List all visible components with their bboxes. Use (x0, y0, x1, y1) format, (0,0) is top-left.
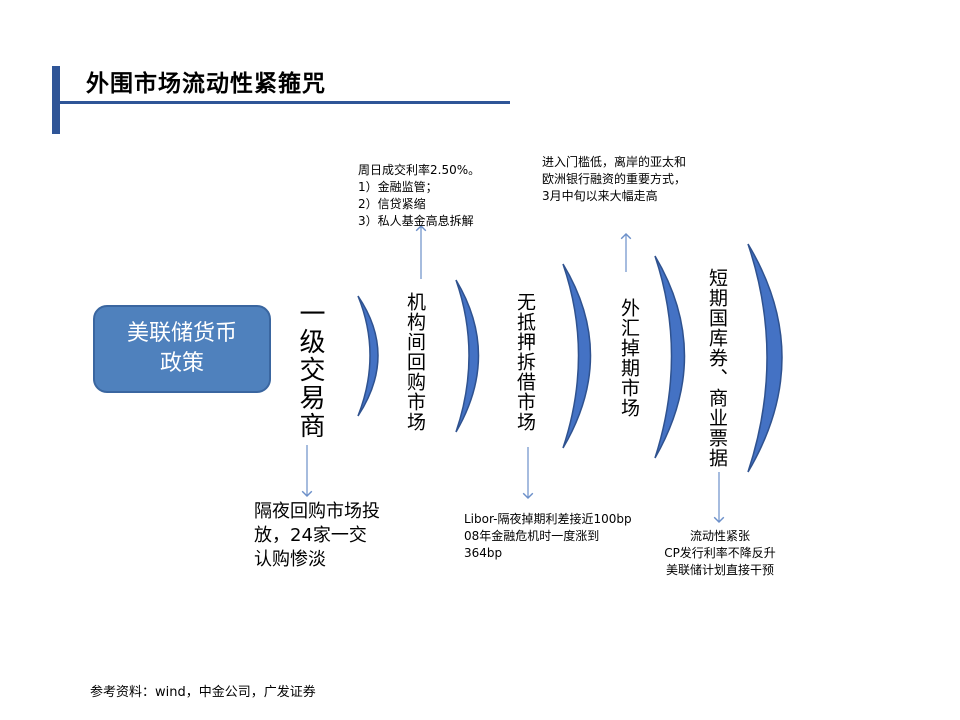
crescent-arc-4 (654, 255, 686, 459)
page-title: 外围市场流动性紧箍咒 (86, 70, 326, 97)
stage-repo-market: 机构间回购市场 (404, 292, 426, 432)
fed-policy-box: 美联储货币政策 (93, 305, 271, 393)
note-interbank: Libor-隔夜掉期利差接近100bp 08年金融危机时一度涨到364bp (464, 512, 632, 560)
stage-tbill-cp: 短期国库券、商业票据 (706, 268, 728, 468)
note-repo-market: 周日成交利率2.50%。 1）金融监管； 2）信贷紧缩 3）私人基金高息拆解 (358, 163, 481, 228)
fed-policy-label: 美联储货币政策 (126, 321, 237, 376)
source-note: 参考资料：wind，中金公司，广发证券 (90, 685, 316, 700)
crescent-arc-1 (357, 295, 379, 417)
note-fx-swap: 进入门槛低，离岸的亚太和 欧洲银行融资的重要方式， 3月中旬以来大幅走高 (542, 155, 687, 203)
title-underline (60, 101, 510, 104)
crescent-arc-2 (455, 279, 480, 433)
stage-primary-dealer: 一级交易商 (295, 300, 325, 440)
note-primary-dealer: 隔夜回购市场投放，24家一交认购惨淡 (254, 501, 380, 570)
stage-fx-swap-market: 外汇掉期市场 (618, 298, 640, 418)
crescent-arc-5 (747, 243, 783, 473)
stage-interbank-market: 无抵押拆借市场 (514, 292, 536, 432)
title-accent-bar (52, 66, 60, 134)
crescent-arc-3 (562, 263, 592, 449)
note-tbill-cp: 流动性紧张 CP发行利率不降反升 美联储计划直接干预 (664, 529, 776, 577)
